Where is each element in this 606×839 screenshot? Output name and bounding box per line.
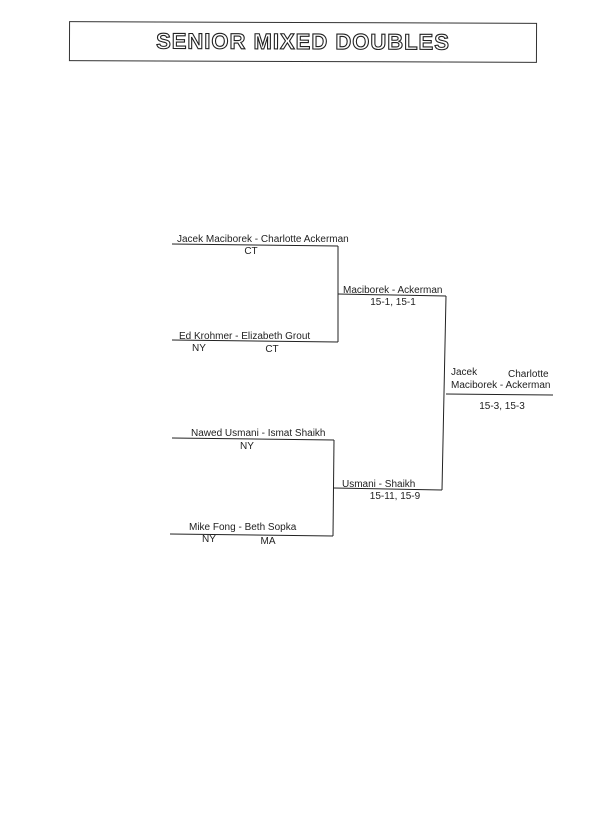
sf-winner-1: Maciborek - Ackerman <box>343 285 443 296</box>
r1-line-3 <box>171 437 335 441</box>
r1-state-2a: NY <box>192 343 206 354</box>
final-line <box>445 393 554 396</box>
sf-line-2 <box>333 487 443 491</box>
r1-state-4a: NY <box>202 534 216 545</box>
sf-score-2: 15-11, 15-9 <box>369 491 421 502</box>
final-first-name-2: Charlotte <box>508 369 549 380</box>
final-winner: Maciborek - Ackerman <box>451 380 551 391</box>
r1-state-4b: MA <box>260 536 276 547</box>
final-first-name-1: Jacek <box>451 367 478 378</box>
r1-state-1a: CT <box>244 246 258 257</box>
sf-score-1: 15-1, 15-1 <box>370 297 416 308</box>
final-score: 15-3, 15-3 <box>479 401 525 412</box>
r1-line-2 <box>171 339 339 343</box>
sf-line-1 <box>337 293 447 297</box>
r1-line-4 <box>169 533 334 537</box>
r1-players-2: Ed Krohmer - Elizabeth Grout <box>179 331 311 342</box>
r1-players-1: Jacek Maciborek - Charlotte Ackerman <box>177 234 349 245</box>
r1-line-1 <box>171 243 339 247</box>
r1-state-3a: NY <box>240 441 254 452</box>
r1-players-4: Mike Fong - Beth Sopka <box>189 522 297 533</box>
r1-players-3: Nawed Usmani - Ismat Shaikh <box>191 428 326 439</box>
sf-join <box>441 295 447 491</box>
r1-join-bottom <box>332 439 335 537</box>
sf-winner-2: Usmani - Shaikh <box>342 479 416 490</box>
r1-state-2b: CT <box>265 344 279 355</box>
